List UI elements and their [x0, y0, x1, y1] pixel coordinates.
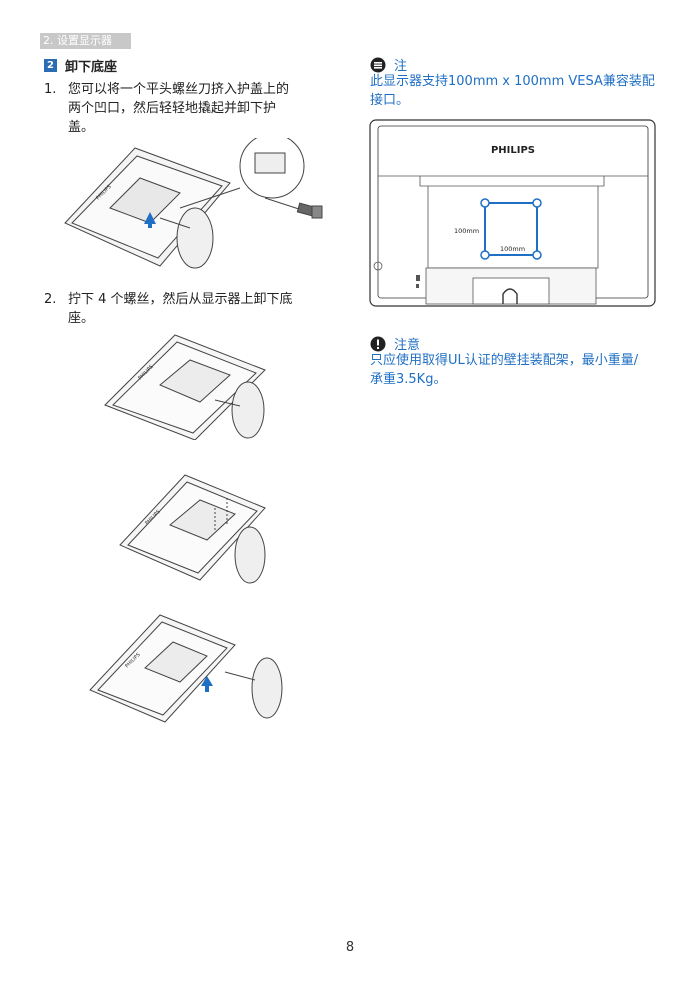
vesa-vertical-label: 100mm	[500, 245, 525, 253]
list-item: 2. 拧下 4 个螺丝，然后从显示器上卸下底座。	[44, 290, 314, 330]
step-heading: 2 卸下底座	[44, 56, 117, 75]
page-number: 8	[345, 940, 355, 955]
caution-body: 只应使用取得UL认证的壁挂装配架，最小重量/承重3.5Kg。	[370, 353, 639, 387]
monitor-back-illustration-1: PHILIPS	[104, 334, 266, 440]
section-tab: 2. 设置显示器	[40, 33, 131, 49]
list-item-text: 您可以将一个平头螺丝刀挤入护盖上的两个凹口，然后轻轻地撬起并卸下护盖。	[68, 82, 290, 135]
remove-cover-illustration: PHILIPS	[64, 138, 323, 269]
step-number-badge: 2	[44, 59, 57, 72]
monitor-back-illustration-2: PHILIPS	[119, 474, 266, 584]
brand-logo-text: PHILIPS	[491, 145, 535, 156]
caution-title: 注意	[394, 338, 421, 353]
note-body: 此显示器支持100mm x 100mm VESA兼容装配接口。	[370, 74, 655, 108]
arrow-up-icon	[201, 676, 213, 686]
monitor-back-illustration-3: PHILIPS	[89, 614, 283, 723]
list-item-number: 1.	[44, 82, 57, 97]
list-item: 1. 您可以将一个平头螺丝刀挤入护盖上的两个凹口，然后轻轻地撬起并卸下护盖。	[44, 80, 314, 140]
vesa-mount-diagram: PHILIPS 100mm 100mm	[369, 119, 656, 307]
vesa-horizontal-label: 100mm	[454, 227, 479, 235]
note-icon	[370, 57, 386, 72]
note-title: 注	[394, 59, 408, 74]
arrow-up-icon	[144, 212, 156, 224]
note-heading: 注	[370, 55, 407, 74]
list-item-number: 2.	[44, 292, 57, 307]
step-title: 卸下底座	[65, 60, 118, 75]
list-item-text: 拧下 4 个螺丝，然后从显示器上卸下底座。	[68, 292, 293, 326]
caution-heading: 注意	[370, 334, 420, 353]
warning-icon	[370, 336, 386, 351]
